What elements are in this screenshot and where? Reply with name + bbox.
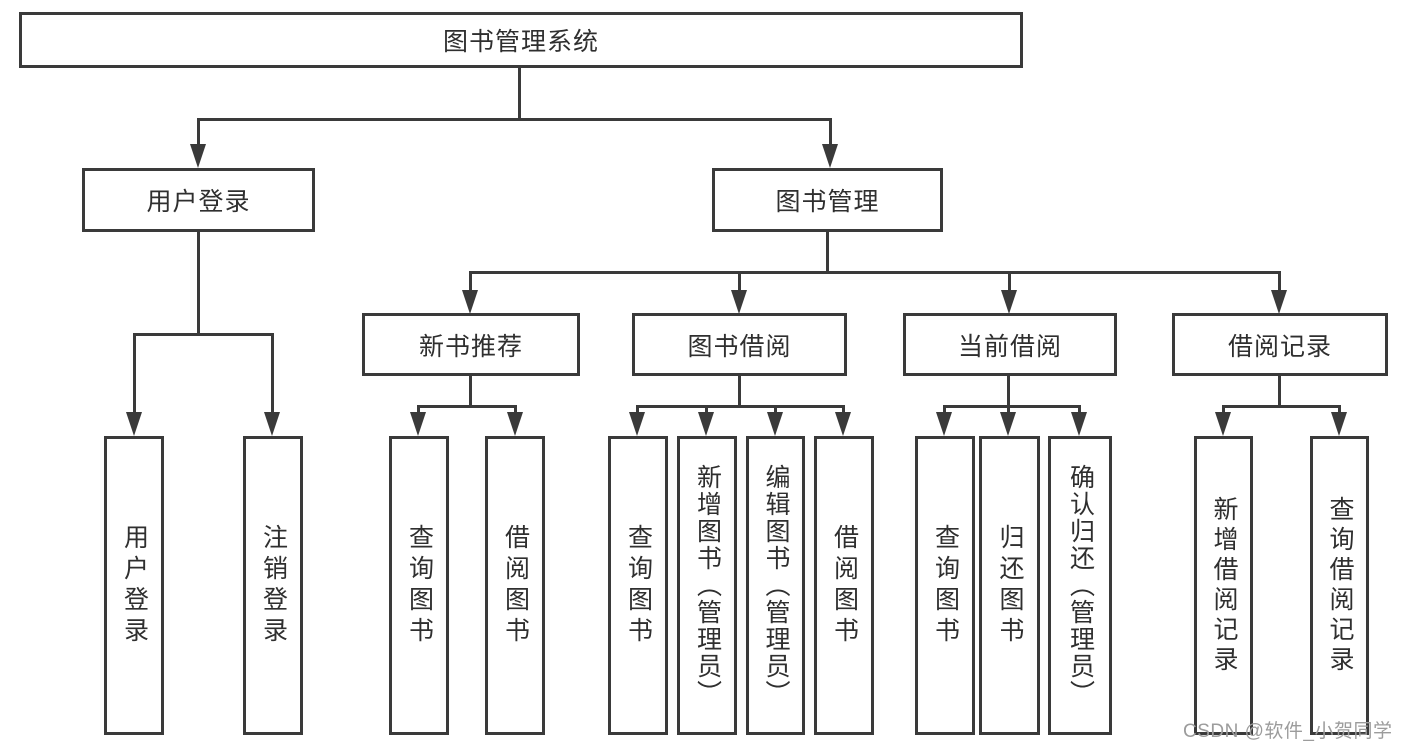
node-book-management: 图书管理: [712, 168, 943, 232]
node-label: 编辑图书（管理员）: [762, 464, 790, 707]
node-label: 查询图书: [931, 523, 960, 648]
watermark: CSDN @软件_小贺同学: [1183, 721, 1393, 742]
arrow-down-icon: [1071, 412, 1087, 436]
node-label: 查询图书: [405, 523, 434, 648]
leaf-borrow-query: 查询图书: [608, 436, 668, 735]
connector-line: [197, 232, 200, 335]
leaf-newbook-query: 查询图书: [389, 436, 449, 735]
connector-line: [774, 405, 777, 414]
leaf-record-query: 查询借阅记录: [1310, 436, 1369, 735]
node-book-borrow: 图书借阅: [632, 313, 847, 376]
arrow-down-icon: [936, 412, 952, 436]
arrow-down-icon: [1331, 412, 1347, 436]
node-label: 借阅记录: [1227, 332, 1332, 361]
connector-line: [705, 405, 708, 414]
arrow-down-icon: [190, 144, 206, 168]
connector-line: [826, 232, 829, 273]
connector-line: [417, 405, 420, 414]
node-user-login: 用户登录: [82, 168, 315, 232]
leaf-current-query: 查询图书: [915, 436, 975, 735]
node-label: 借阅图书: [501, 523, 530, 648]
connector-line: [1222, 405, 1341, 408]
arrow-down-icon: [835, 412, 851, 436]
node-label: 新增图书（管理员）: [693, 464, 722, 707]
leaf-newbook-borrow: 借阅图书: [485, 436, 545, 735]
connector-line: [1078, 405, 1081, 414]
node-label: 图书管理系统: [442, 28, 599, 56]
node-label: 借阅图书: [830, 523, 859, 648]
arrow-down-icon: [462, 290, 478, 314]
arrow-down-icon: [410, 412, 426, 436]
connector-line: [636, 405, 639, 414]
connector-line: [469, 376, 472, 407]
connector-line: [1008, 271, 1011, 293]
node-label: 新书推荐: [418, 332, 523, 361]
arrow-down-icon: [126, 412, 142, 436]
node-label: 归还图书: [996, 523, 1024, 648]
arrow-down-icon: [507, 412, 523, 436]
node-label: 查询借阅记录: [1326, 495, 1354, 676]
arrow-down-icon: [264, 412, 280, 436]
connector-line: [1007, 376, 1010, 407]
leaf-user-login: 用户登录: [104, 436, 164, 735]
connector-line: [1007, 405, 1010, 414]
connector-line: [842, 405, 845, 414]
connector-line: [518, 66, 521, 120]
arrow-down-icon: [822, 144, 838, 168]
arrow-down-icon: [1271, 290, 1287, 314]
node-current-borrow: 当前借阅: [903, 313, 1117, 376]
node-label: 确认归还（管理员）: [1066, 464, 1095, 707]
leaf-borrow-edit-admin: 编辑图书（管理员）: [746, 436, 805, 735]
node-label: 当前借阅: [957, 332, 1062, 361]
connector-line: [943, 405, 1081, 408]
node-library-system: 图书管理系统: [19, 12, 1023, 68]
leaf-current-return: 归还图书: [979, 436, 1040, 735]
connector-line: [738, 376, 741, 407]
connector-line: [197, 118, 200, 146]
arrow-down-icon: [731, 290, 747, 314]
arrow-down-icon: [698, 412, 714, 436]
arrow-down-icon: [629, 412, 645, 436]
arrow-down-icon: [1001, 290, 1017, 314]
leaf-current-confirm-admin: 确认归还（管理员）: [1048, 436, 1112, 735]
node-new-book-recommend: 新书推荐: [362, 313, 580, 376]
node-label: 图书管理: [775, 188, 880, 216]
connector-line: [636, 405, 845, 408]
connector-line: [1222, 405, 1225, 414]
connector-line: [1278, 271, 1281, 293]
connector-line: [469, 271, 472, 293]
connector-line: [469, 271, 1281, 274]
connector-line: [271, 333, 274, 412]
node-label: 图书借阅: [687, 332, 792, 361]
node-label: 新增借阅记录: [1210, 495, 1238, 676]
leaf-borrow-borrow: 借阅图书: [814, 436, 874, 735]
connector-line: [197, 118, 832, 121]
connector-line: [943, 405, 946, 414]
leaf-borrow-add-admin: 新增图书（管理员）: [677, 436, 737, 735]
arrow-down-icon: [767, 412, 783, 436]
node-label: 用户登录: [146, 188, 251, 216]
node-label: 用户登录: [120, 523, 149, 648]
connector-line: [133, 333, 136, 412]
connector-line: [514, 405, 517, 414]
node-label: 查询图书: [624, 523, 653, 648]
arrow-down-icon: [1000, 412, 1016, 436]
node-borrow-record: 借阅记录: [1172, 313, 1388, 376]
leaf-logout: 注销登录: [243, 436, 303, 735]
connector-line: [1278, 376, 1281, 407]
connector-line: [417, 405, 517, 408]
connector-line: [1338, 405, 1341, 414]
node-label: 注销登录: [259, 523, 288, 648]
leaf-record-add: 新增借阅记录: [1194, 436, 1253, 735]
arrow-down-icon: [1215, 412, 1231, 436]
connector-line: [738, 271, 741, 293]
connector-line: [829, 118, 832, 146]
connector-line: [133, 333, 274, 336]
